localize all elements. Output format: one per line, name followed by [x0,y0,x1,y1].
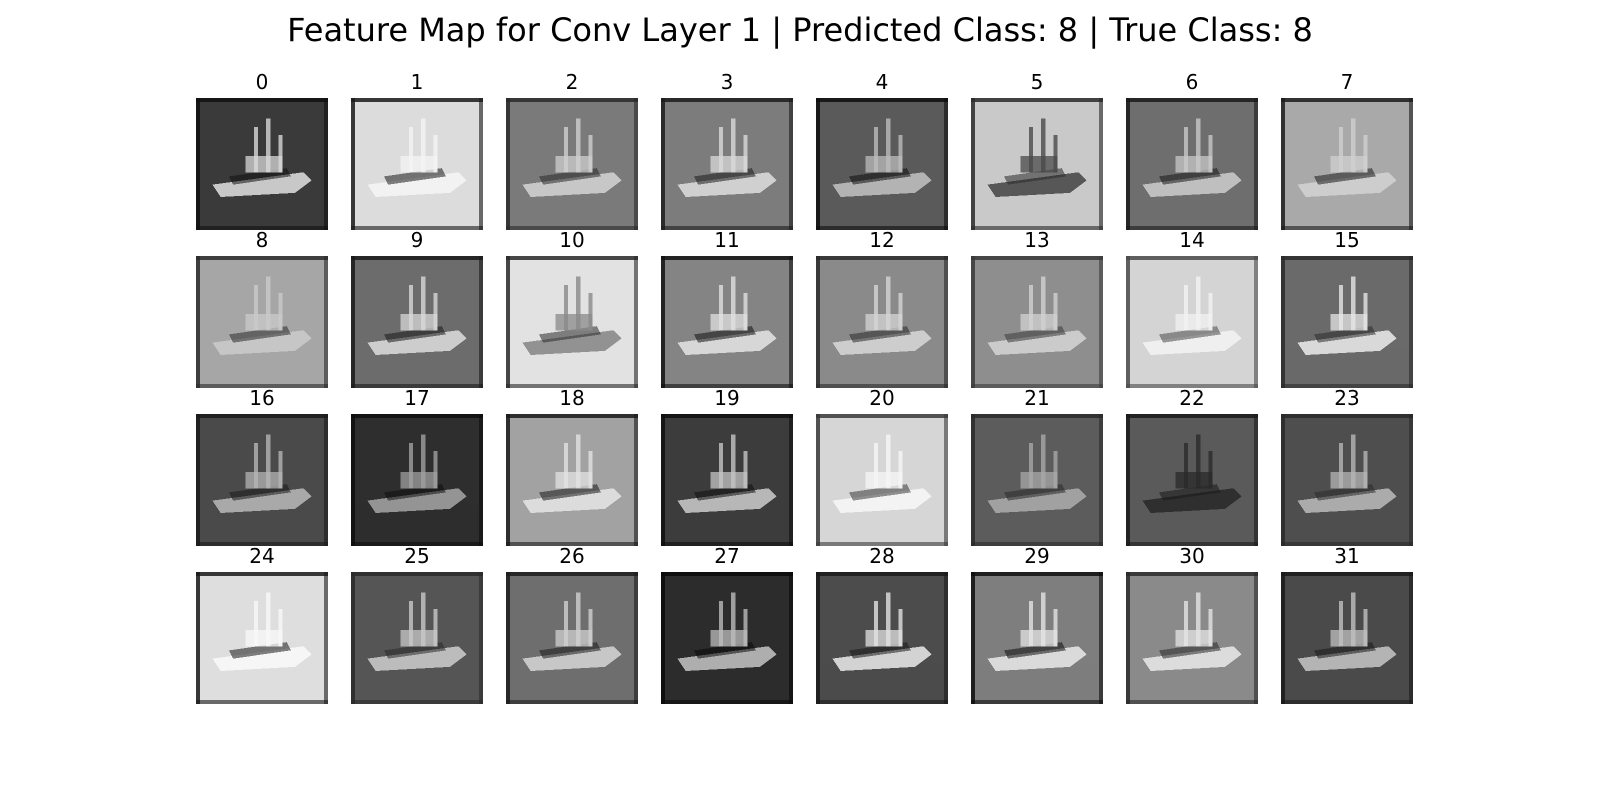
feature-map-index: 31 [1334,544,1360,568]
feature-map-image [661,98,793,230]
feature-map-index: 9 [410,228,424,252]
feature-map-image [661,572,793,704]
feature-map-image [351,414,483,546]
feature-map-image [971,572,1103,704]
feature-map-tile: 15 [1281,226,1413,388]
feature-map-index: 8 [255,228,269,252]
feature-map-index: 10 [559,228,585,252]
feature-map-tile: 16 [196,384,328,546]
feature-map-image [1281,572,1413,704]
feature-map-image [971,256,1103,388]
feature-map-image [1281,256,1413,388]
feature-map-image [816,98,948,230]
feature-map-index: 5 [1030,70,1044,94]
feature-map-image [506,414,638,546]
feature-map-tile: 7 [1281,68,1413,230]
feature-map-tile: 28 [816,542,948,704]
feature-map-index: 6 [1185,70,1199,94]
feature-map-tile: 12 [816,226,948,388]
feature-map-index: 21 [1024,386,1050,410]
feature-map-image [971,98,1103,230]
feature-map-image [1281,414,1413,546]
feature-map-tile: 8 [196,226,328,388]
feature-map-index: 29 [1024,544,1050,568]
feature-map-image [351,572,483,704]
feature-map-tile: 22 [1126,384,1258,546]
feature-map-index: 28 [869,544,895,568]
feature-map-image [506,98,638,230]
feature-map-tile: 11 [661,226,793,388]
feature-map-index: 17 [404,386,430,410]
feature-map-tile: 0 [196,68,328,230]
figure-title: Feature Map for Conv Layer 1 | Predicted… [287,11,1313,49]
feature-map-image [1126,414,1258,546]
feature-map-index: 24 [249,544,275,568]
feature-map-index: 7 [1340,70,1354,94]
feature-map-index: 12 [869,228,895,252]
feature-map-tile: 9 [351,226,483,388]
feature-map-tile: 30 [1126,542,1258,704]
feature-map-index: 15 [1334,228,1360,252]
feature-map-tile: 27 [661,542,793,704]
feature-map-tile: 5 [971,68,1103,230]
feature-map-tile: 25 [351,542,483,704]
feature-map-tile: 17 [351,384,483,546]
feature-map-index: 27 [714,544,740,568]
feature-map-index: 1 [410,70,424,94]
feature-map-index: 22 [1179,386,1205,410]
feature-map-index: 25 [404,544,430,568]
feature-map-image [1281,98,1413,230]
feature-map-tile: 18 [506,384,638,546]
feature-map-tile: 13 [971,226,1103,388]
feature-map-image [971,414,1103,546]
feature-map-image [196,256,328,388]
feature-map-tile: 21 [971,384,1103,546]
feature-map-tile: 26 [506,542,638,704]
feature-map-tile: 23 [1281,384,1413,546]
feature-map-image [351,256,483,388]
feature-map-index: 16 [249,386,275,410]
feature-map-image [506,256,638,388]
feature-map-image [816,256,948,388]
feature-map-index: 11 [714,228,740,252]
feature-map-tile: 24 [196,542,328,704]
feature-map-image [661,414,793,546]
feature-map-tile: 19 [661,384,793,546]
feature-map-index: 3 [720,70,734,94]
feature-map-tile: 3 [661,68,793,230]
feature-map-tile: 29 [971,542,1103,704]
feature-map-tile: 31 [1281,542,1413,704]
feature-map-image [661,256,793,388]
feature-map-index: 26 [559,544,585,568]
feature-map-index: 19 [714,386,740,410]
feature-map-index: 23 [1334,386,1360,410]
feature-map-image [1126,572,1258,704]
feature-map-image [196,98,328,230]
feature-map-tile: 4 [816,68,948,230]
feature-map-image [506,572,638,704]
feature-map-image [351,98,483,230]
feature-map-tile: 20 [816,384,948,546]
feature-map-image [816,572,948,704]
feature-map-index: 14 [1179,228,1205,252]
feature-map-index: 18 [559,386,585,410]
feature-map-tile: 1 [351,68,483,230]
feature-map-index: 13 [1024,228,1050,252]
feature-map-index: 20 [869,386,895,410]
feature-map-index: 4 [875,70,889,94]
feature-map-tile: 14 [1126,226,1258,388]
feature-map-tile: 6 [1126,68,1258,230]
feature-map-index: 2 [565,70,579,94]
feature-map-image [196,572,328,704]
feature-map-index: 30 [1179,544,1205,568]
feature-map-index: 0 [255,70,269,94]
feature-map-tile: 10 [506,226,638,388]
feature-map-image [1126,256,1258,388]
feature-map-image [196,414,328,546]
feature-map-image [1126,98,1258,230]
feature-map-image [816,414,948,546]
feature-map-tile: 2 [506,68,638,230]
